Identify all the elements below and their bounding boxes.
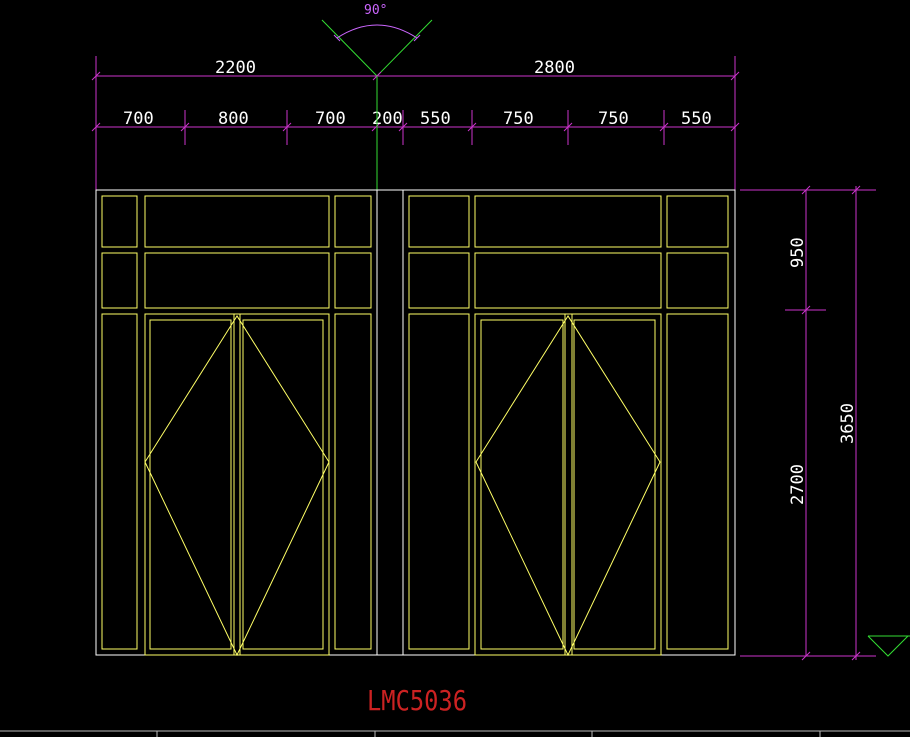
level-marker-icon xyxy=(867,635,910,657)
bottom-divider xyxy=(0,730,910,737)
right-door-opening-symbol xyxy=(475,315,661,657)
dim-sub-2: 800 xyxy=(218,109,249,129)
side-dimension-column: 950 2700 3650 xyxy=(740,185,876,661)
angle-symbol: 90° xyxy=(321,3,433,77)
left-door-unit xyxy=(101,195,372,657)
dim-sub-4: 200 xyxy=(372,109,403,129)
dim-upper-height: 950 xyxy=(788,237,808,268)
dim-left-total: 2200 xyxy=(215,58,256,78)
dim-lower-height: 2700 xyxy=(788,464,808,505)
outer-frame xyxy=(95,189,736,656)
right-door-unit xyxy=(408,195,729,657)
dim-sub-7: 750 xyxy=(598,109,629,129)
dim-sub-5: 550 xyxy=(420,109,451,129)
dim-total-height: 3650 xyxy=(838,403,858,444)
sub-dimension-row: 700 800 700 200 550 750 750 550 xyxy=(91,109,740,145)
dim-sub-6: 750 xyxy=(503,109,534,129)
dim-sub-3: 700 xyxy=(315,109,346,129)
top-dimension-row: 2200 2800 xyxy=(91,56,740,190)
drawing-label: LMC5036 xyxy=(367,684,467,717)
dim-sub-8: 550 xyxy=(681,109,712,129)
dim-right-total: 2800 xyxy=(534,58,575,78)
left-door-opening-symbol xyxy=(144,315,330,657)
angle-label: 90° xyxy=(364,3,387,18)
dim-sub-1: 700 xyxy=(123,109,154,129)
